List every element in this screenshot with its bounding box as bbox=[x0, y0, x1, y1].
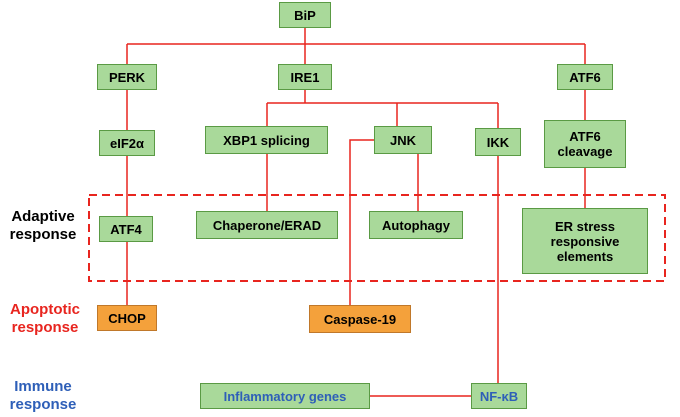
eif2a-node: eIF2α bbox=[99, 130, 155, 156]
er-stress-line-3: elements bbox=[556, 248, 614, 264]
atf6-cleavage-node: ATF6 cleavage bbox=[544, 120, 626, 168]
atf6-cleavage-line-1: ATF6 bbox=[569, 129, 601, 144]
apoptotic-response-label: Apoptotic response bbox=[0, 301, 90, 337]
er-stress-line-1: ER stress bbox=[555, 218, 615, 234]
apoptotic-label-line-1: Apoptotic bbox=[10, 301, 80, 318]
atf4-node: ATF4 bbox=[99, 216, 153, 242]
perk-node: PERK bbox=[97, 64, 157, 90]
autophagy-node: Autophagy bbox=[369, 211, 463, 239]
atf6-cleavage-line-2: cleavage bbox=[557, 144, 613, 159]
adaptive-response-label: Adaptive response bbox=[0, 208, 86, 244]
immune-label-line-1: Immune bbox=[14, 378, 72, 395]
nfkb-node: NF-κB bbox=[471, 383, 527, 409]
ire1-node: IRE1 bbox=[278, 64, 332, 90]
xbp1-node: XBP1 splicing bbox=[205, 126, 328, 154]
inflammatory-genes-node: Inflammatory genes bbox=[200, 383, 370, 409]
er-stress-line-2: responsive bbox=[550, 233, 620, 249]
adaptive-response-zone bbox=[88, 194, 666, 282]
ikk-node: IKK bbox=[475, 128, 521, 156]
jnk-caspase-line bbox=[349, 139, 374, 305]
caspase-19-node: Caspase-19 bbox=[309, 305, 411, 333]
er-stress-elements-node: ER stress responsive elements bbox=[522, 208, 648, 274]
bip-node: BiP bbox=[279, 2, 331, 28]
chaperone-erad-node: Chaperone/ERAD bbox=[196, 211, 338, 239]
apoptotic-label-line-2: response bbox=[11, 319, 79, 336]
jnk-node: JNK bbox=[374, 126, 432, 154]
immune-label-line-2: response bbox=[9, 396, 77, 413]
adaptive-label-line-1: Adaptive bbox=[11, 208, 75, 225]
adaptive-label-line-2: response bbox=[9, 226, 77, 243]
chop-node: CHOP bbox=[97, 305, 157, 331]
immune-response-label: Immune response bbox=[0, 378, 86, 414]
atf6-node: ATF6 bbox=[557, 64, 613, 90]
